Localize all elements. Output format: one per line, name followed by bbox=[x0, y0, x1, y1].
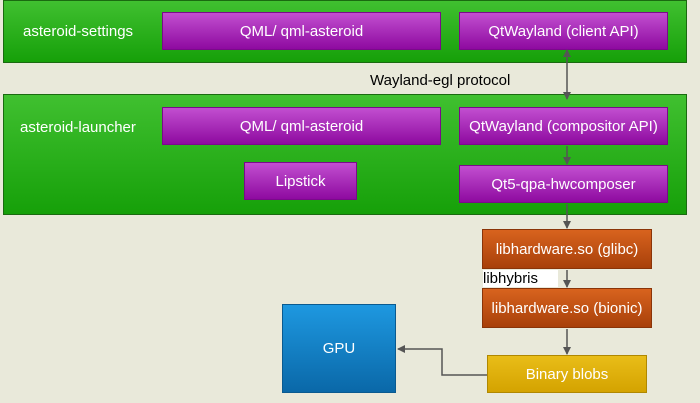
launcher-qml-box: QML/ qml-asteroid bbox=[162, 107, 441, 145]
gpu-box: GPU bbox=[282, 304, 396, 393]
binary-blobs-box: Binary blobs bbox=[487, 355, 647, 393]
libhybris-label: libhybris bbox=[483, 270, 559, 287]
settings-qml-box: QML/ qml-asteroid bbox=[162, 12, 441, 50]
blobs-to-gpu-arrow bbox=[397, 345, 487, 376]
lipstick-box: Lipstick bbox=[244, 162, 357, 200]
qt5-qpa-hwcomposer-box: Qt5-qpa-hwcomposer bbox=[459, 165, 668, 203]
libhardware-bionic-box: libhardware.so (bionic) bbox=[482, 288, 652, 328]
wayland-egl-protocol-label: Wayland-egl protocol bbox=[370, 72, 511, 89]
libhardware-glibc-box: libhardware.so (glibc) bbox=[482, 229, 652, 269]
asteroid-launcher-label: asteroid-launcher bbox=[20, 119, 136, 136]
asteroid-settings-label: asteroid-settings bbox=[23, 23, 134, 40]
settings-qtwayland-client-box: QtWayland (client API) bbox=[459, 12, 668, 50]
qtwayland-compositor-box: QtWayland (compositor API) bbox=[459, 107, 668, 145]
